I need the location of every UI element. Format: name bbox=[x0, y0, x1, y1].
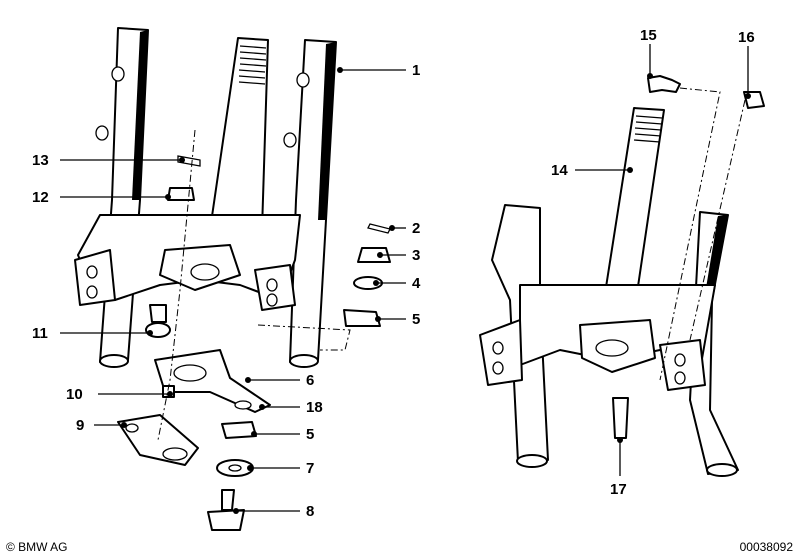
document-number: 00038092 bbox=[739, 540, 793, 554]
callout-14: 14 bbox=[551, 162, 568, 179]
callout-16: 16 bbox=[738, 29, 755, 46]
callout-10: 10 bbox=[66, 386, 83, 403]
callout-4: 4 bbox=[412, 275, 421, 292]
callout-12: 12 bbox=[32, 189, 49, 206]
callout-17: 17 bbox=[610, 481, 627, 498]
callout-5-upper: 5 bbox=[412, 311, 420, 328]
callout-leaders bbox=[60, 44, 751, 514]
left-fork-assembly bbox=[74, 27, 337, 368]
callout-3: 3 bbox=[412, 247, 420, 264]
callout-13: 13 bbox=[32, 152, 49, 169]
callout-18: 18 bbox=[306, 399, 323, 416]
callout-numbers: 1 2 3 4 5 5 6 7 8 9 10 11 12 13 14 15 16… bbox=[32, 27, 755, 520]
right-fork-assembly bbox=[479, 75, 765, 477]
callout-2: 2 bbox=[412, 220, 420, 237]
callout-6: 6 bbox=[306, 372, 314, 389]
copyright-label: © BMW AG bbox=[6, 540, 68, 554]
callout-8: 8 bbox=[306, 503, 314, 520]
callout-7: 7 bbox=[306, 460, 314, 477]
left-small-parts bbox=[117, 129, 391, 531]
callout-11: 11 bbox=[32, 325, 48, 342]
callout-9: 9 bbox=[76, 417, 84, 434]
callout-1: 1 bbox=[412, 62, 420, 79]
callout-15: 15 bbox=[640, 27, 657, 44]
callout-5-lower: 5 bbox=[306, 426, 314, 443]
